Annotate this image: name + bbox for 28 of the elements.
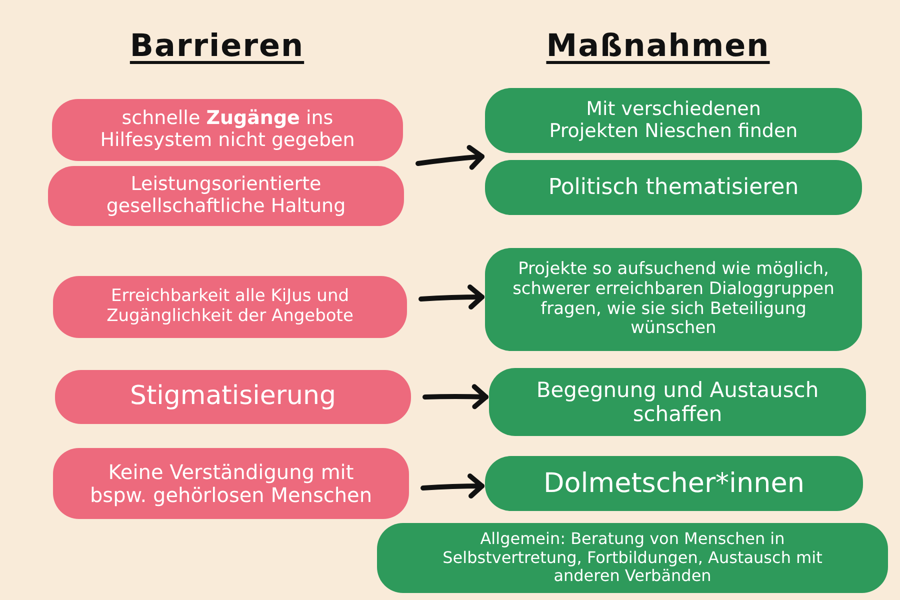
box-text: Politisch thematisieren: [548, 174, 799, 200]
arrow: [422, 384, 488, 410]
box-text: schnelle Zugänge ins Hilfesystem nicht gegeben: [99, 108, 356, 152]
box-text: Allgemein: Beratung von Menschen in Selbstvertretung, Fortbildungen, Austausch mit anderen Verbänden: [442, 530, 824, 586]
arrow: [418, 284, 484, 310]
measure-box: [485, 88, 862, 153]
barrier-box: [53, 276, 407, 338]
measure-box: [485, 248, 862, 351]
column-heading: Maßnahmen: [546, 28, 770, 64]
measure-box: [485, 456, 863, 511]
box-text: Leistungsorientierte gesellschaftliche Haltung: [105, 174, 347, 218]
measure-box: [489, 368, 866, 436]
box-text: Dolmetscher*innen: [544, 468, 804, 500]
arrow: [416, 145, 484, 170]
box-text: Stigmatisierung: [130, 382, 336, 412]
measure-box: [485, 160, 862, 215]
box-text: Projekte so aufsuchend wie möglich, schwerer erreichbaren Dialoggruppen fragen, wie sie sich Beteiligung wünschen: [512, 260, 836, 339]
column-heading: Barrieren: [130, 28, 304, 64]
arrow: [420, 474, 484, 499]
barrier-box: [48, 166, 404, 226]
barrier-box: [52, 99, 403, 161]
barrier-box: [55, 370, 411, 424]
box-text: Keine Verständigung mit bspw. gehörlosen Menschen: [88, 460, 374, 506]
measure-box: [377, 523, 888, 593]
box-text: Mit verschiedenen Projekten Nieschen finden: [548, 98, 799, 142]
box-text: Erreichbarkeit alle KiJus und Zugänglichkeit der Angebote: [106, 287, 354, 327]
box-text: Begegnung und Austausch schaffen: [535, 378, 820, 426]
barrier-box: [53, 448, 409, 519]
